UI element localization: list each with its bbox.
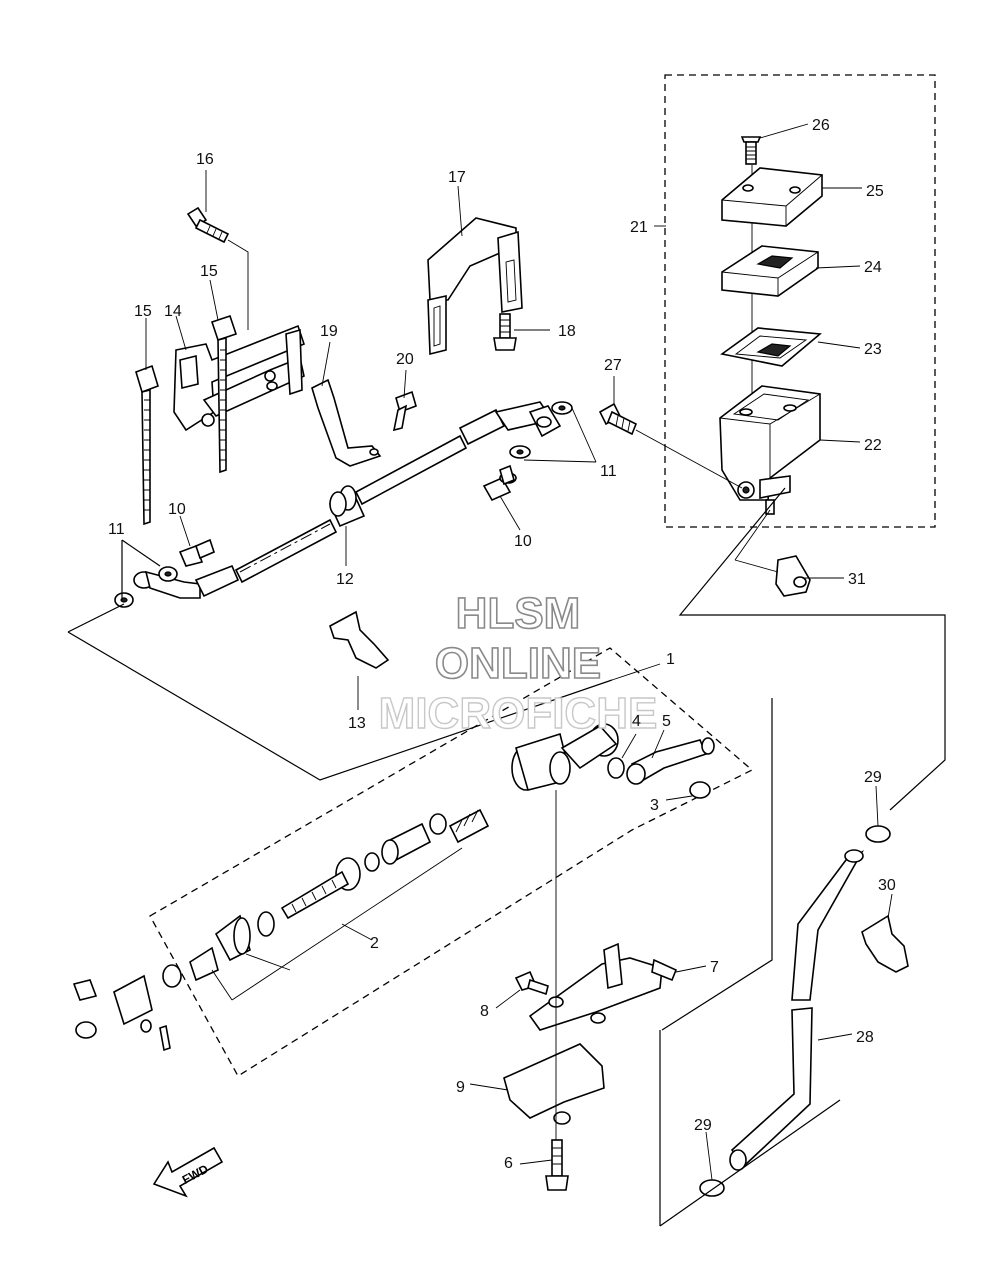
part-10-banjo-bolt-upper[interactable] — [482, 464, 517, 502]
callout-16: 16 — [196, 151, 214, 168]
callout-28: 28 — [856, 1029, 874, 1046]
callout-22: 22 — [864, 437, 882, 454]
part-9-guard[interactable] — [503, 1043, 605, 1125]
callout-21: 21 — [630, 219, 648, 236]
callout-9: 9 — [456, 1079, 465, 1096]
part-31-clip[interactable] — [775, 555, 811, 597]
callout-18: 18 — [558, 323, 576, 340]
part-10-banjo-bolt-lower[interactable] — [178, 538, 215, 567]
callout-11-left: 11 — [108, 521, 125, 538]
lower-hose-end[interactable] — [133, 564, 240, 599]
watermark: HLSM ONLINE MICROFICHE — [378, 588, 658, 739]
watermark-line-3: MICROFICHE — [379, 689, 658, 738]
part-30-clip[interactable] — [861, 914, 909, 973]
callout-10-upper: 10 — [168, 501, 186, 518]
part-6-bolt[interactable] — [545, 1139, 569, 1191]
part-14-bracket[interactable] — [173, 324, 305, 432]
callout-10-lower: 10 — [514, 533, 532, 550]
part-20-bolt[interactable] — [392, 390, 417, 432]
part-29-clamp-upper[interactable] — [865, 825, 891, 843]
watermark-line-1: HLSM — [456, 589, 581, 638]
part-25-cap[interactable] — [721, 167, 823, 227]
callout-7: 7 — [710, 959, 719, 976]
part-23-diaphragm[interactable] — [720, 327, 822, 367]
callout-17: 17 — [448, 169, 466, 186]
part-26-screw[interactable] — [740, 136, 762, 165]
part-18-bolt[interactable] — [493, 313, 517, 351]
part-7-bracket[interactable] — [528, 942, 678, 1031]
callout-1: 1 — [666, 651, 675, 668]
part-19-clamp[interactable] — [311, 378, 382, 467]
callout-19: 19 — [320, 323, 338, 340]
leader-lines — [145, 123, 893, 1181]
part-27-bolt[interactable] — [598, 402, 638, 436]
callout-13: 13 — [348, 715, 366, 732]
callout-30: 30 — [878, 877, 896, 894]
part-16-bolt[interactable] — [186, 206, 230, 244]
part-28-hose[interactable] — [729, 849, 864, 1171]
part-13-clip[interactable] — [329, 610, 390, 669]
part-8-bolt[interactable] — [514, 970, 549, 996]
part-3-clamp[interactable] — [689, 781, 711, 799]
part-15-cable-tie-right[interactable] — [210, 314, 238, 474]
callout-29-upper: 29 — [864, 769, 882, 786]
fwd-arrow-icon: FWD — [152, 1146, 224, 1198]
master-cylinder-box — [149, 647, 754, 1077]
callout-27: 27 — [604, 357, 622, 374]
callout-2: 2 — [370, 935, 379, 952]
callout-5: 5 — [662, 713, 671, 730]
callout-3: 3 — [650, 797, 659, 814]
callout-15-right: 15 — [200, 263, 218, 280]
part-11-washer-upper[interactable] — [509, 401, 573, 459]
part-17-bracket[interactable] — [427, 217, 523, 356]
part-12-grommet[interactable] — [329, 485, 357, 517]
callout-20: 20 — [396, 351, 414, 368]
watermark-line-2: ONLINE — [435, 639, 601, 688]
part-1-master-cylinder[interactable] — [511, 723, 619, 791]
callout-29-lower: 29 — [694, 1117, 712, 1134]
callout-25: 25 — [866, 183, 884, 200]
callout-23: 23 — [864, 341, 882, 358]
part-11-washer-lower[interactable] — [114, 566, 178, 608]
part-4-oring[interactable] — [607, 757, 625, 779]
callout-labels: 1 2 3 4 5 6 7 8 9 10 10 11 11 12 13 14 1… — [108, 117, 896, 1172]
part-15-cable-tie-left[interactable] — [135, 364, 159, 526]
callout-12: 12 — [336, 571, 354, 588]
part-5-fitting[interactable] — [626, 737, 715, 785]
part-22-reservoir[interactable] — [719, 385, 821, 515]
callout-4: 4 — [632, 713, 641, 730]
callout-11-right: 11 — [600, 463, 617, 480]
callout-6: 6 — [504, 1155, 513, 1172]
part-29-clamp-lower[interactable] — [699, 1179, 725, 1197]
callout-8: 8 — [480, 1003, 489, 1020]
clevis-assembly[interactable] — [72, 974, 171, 1052]
reservoir-assembly-box — [664, 74, 936, 528]
callout-24: 24 — [864, 259, 882, 276]
part-2-piston-kit[interactable] — [162, 808, 490, 988]
callout-14: 14 — [164, 303, 182, 320]
part-24-plate[interactable] — [721, 245, 819, 297]
callout-26: 26 — [812, 117, 830, 134]
callout-31: 31 — [848, 571, 866, 588]
callout-15-left: 15 — [134, 303, 152, 320]
